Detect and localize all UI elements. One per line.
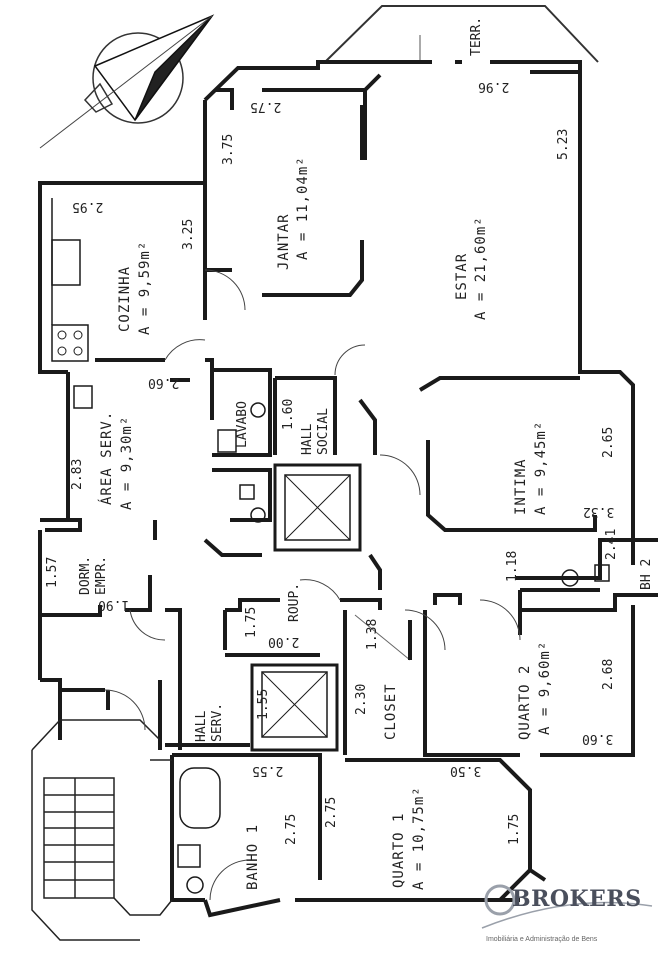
dim-roup-width: 2.00 xyxy=(268,634,300,649)
room-label-closet: CLOSET xyxy=(383,683,399,740)
dim-hall-social: 1.60 xyxy=(281,398,296,430)
dim-banho1-width: 2.55 xyxy=(252,763,284,778)
north-arrow-icon xyxy=(39,14,215,149)
dim-hall-serv: 1.55 xyxy=(256,688,271,720)
dim-quarto1-height-b: 1.75 xyxy=(507,813,522,845)
dim-quarto1-height-a: 2.75 xyxy=(324,796,339,828)
dim-cozinha-width: 2.95 xyxy=(72,199,104,214)
room-label-hall-serv: HALL SERV. xyxy=(194,702,225,742)
logo-swoosh-icon xyxy=(481,901,653,929)
dim-intima-width: 3.32 xyxy=(583,504,615,519)
dim-quarto2-height: 2.68 xyxy=(601,658,616,690)
dim-roup-height: 1.75 xyxy=(244,606,259,638)
room-label-lavabo: LAVABO xyxy=(235,401,250,448)
dim-closet-width: 1.38 xyxy=(365,618,380,650)
room-area-cozinha: A = 9,59m² xyxy=(137,240,153,335)
brand-name: BROKERS xyxy=(512,886,642,912)
room-label-roup: ROUP. xyxy=(287,582,302,622)
dim-cozinha-height: 3.25 xyxy=(181,218,196,250)
dim-bh2-width: 2.41 xyxy=(604,528,619,560)
room-area-quarto2: A = 9,60m² xyxy=(537,640,553,735)
terrace-outline xyxy=(324,5,599,63)
room-area-quarto1: A = 10,75m² xyxy=(411,786,427,890)
room-label-bh2: BH 2 xyxy=(639,558,654,590)
room-label-intima: INTIMA xyxy=(513,458,529,515)
room-label-dorm-empr: DORM. EMPR. xyxy=(78,555,109,595)
dim-intima-height: 2.65 xyxy=(601,426,616,458)
dim-quarto2-width: 3.60 xyxy=(582,731,614,746)
room-area-area-serv: A = 9,30m² xyxy=(119,415,135,510)
room-label-cozinha: COZINHA xyxy=(117,265,133,332)
room-label-banho1: BANHO 1 xyxy=(245,823,261,890)
room-area-intima: A = 9,45m² xyxy=(533,420,549,515)
dim-jantar-width: 2.75 xyxy=(250,99,282,114)
room-label-hall-social: HALL SOCIAL xyxy=(300,408,331,455)
room-label-quarto2: QUARTO 2 xyxy=(517,664,533,740)
room-label-jantar: JANTAR xyxy=(276,213,292,270)
dim-closet-height: 2.30 xyxy=(354,683,369,715)
dim-bh2-height: 1.18 xyxy=(505,550,520,582)
dim-estar-height: 5.23 xyxy=(556,128,571,160)
brand-tagline: Imobiliária e Administração de Bens xyxy=(486,936,598,943)
dim-jantar-height: 3.75 xyxy=(221,133,236,165)
dim-estar-width: 2.96 xyxy=(478,79,510,94)
dim-quarto1-width: 3.50 xyxy=(450,763,482,778)
room-area-jantar: A = 11,04m² xyxy=(295,156,311,260)
brokers-logo: BROKERS Imobiliária e Administração de B… xyxy=(480,878,655,948)
room-label-area-serv: ÁREA SERV. xyxy=(99,410,115,505)
logo-mark-icon xyxy=(484,884,516,916)
dim-dorm-height: 1.57 xyxy=(45,556,60,588)
room-label-quarto1: QUARTO 1 xyxy=(391,812,407,888)
room-area-estar: A = 21,60m² xyxy=(473,216,489,320)
room-label-terr: TERR. xyxy=(469,16,484,56)
dim-area-serv-height: 2.83 xyxy=(70,458,85,490)
dim-dorm-width: 1.90 xyxy=(98,597,130,612)
dim-banho1-height: 2.75 xyxy=(284,813,299,845)
room-label-estar: ESTAR xyxy=(454,252,470,300)
dim-area-serv-width: 2.60 xyxy=(148,375,180,390)
